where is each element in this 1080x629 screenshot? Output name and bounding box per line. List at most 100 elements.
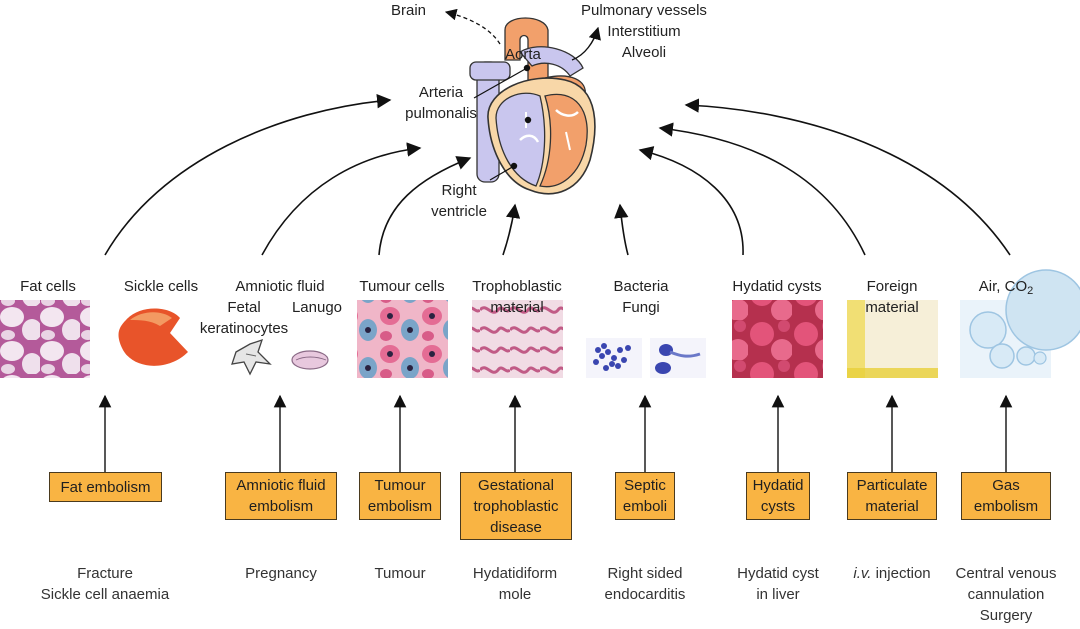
box-particulate-line1: Particulate: [856, 477, 928, 494]
origin-amniotic: Pregnancy: [226, 563, 336, 584]
box-tumour-embolism: Tumour embolism: [359, 472, 441, 520]
box-gas-embolism: Gas embolism: [961, 472, 1051, 520]
label-fetal-keratinocytes: Fetal keratinocytes: [192, 297, 296, 339]
origin-hydatid: Hydatid cyst in liver: [728, 563, 828, 605]
box-amniotic-line1: Amniotic fluid: [236, 477, 326, 494]
heart-illustration: [469, 17, 596, 195]
box-particulate-line2: material: [865, 498, 919, 515]
box-gestational-line2: trophoblastic: [473, 497, 559, 515]
label-arteria-line2: pulmonalis: [405, 105, 477, 122]
label-right-line2: ventricle: [431, 203, 487, 220]
label-lanugo: Lanugo: [291, 299, 343, 316]
box-septic-line2: emboli: [622, 498, 668, 515]
label-air-text: Air, CO: [978, 278, 1028, 295]
label-tropho-line2: material: [490, 299, 544, 316]
label-fetal-line2: keratinocytes: [199, 320, 289, 337]
origin-amniotic-line1: Pregnancy: [245, 565, 317, 582]
arrow-air: [684, 98, 1011, 256]
label-air-co2: Air, CO2: [964, 276, 1048, 302]
label-hydatid-cysts: Hydatid cysts: [732, 278, 822, 295]
box-septic-emboli: Septic emboli: [615, 472, 675, 520]
arrow-tropho: [502, 203, 521, 256]
label-bacteria-fungi: Bacteria Fungi: [596, 276, 686, 318]
label-lungs-line2: Interstitium: [607, 23, 681, 40]
box-hydatid-line1: Hydatid: [752, 477, 804, 494]
arrow-foreign: [658, 122, 866, 256]
arrow-bacteria: [614, 203, 629, 256]
tile-fetal-keratinocytes: [231, 338, 272, 376]
label-aorta: Aorta: [505, 46, 541, 63]
origin-particulate-rest: injection: [871, 565, 931, 582]
label-arteria-line1: Arteria: [418, 84, 464, 101]
origin-particulate-italic: i.v.: [853, 565, 872, 582]
tile-tumour: [357, 300, 448, 378]
label-amniotic-fluid: Amniotic fluid: [235, 278, 325, 295]
origin-gestational-line1: Hydatidiform: [472, 565, 558, 582]
box-gas-line1: Gas: [992, 477, 1020, 494]
label-air-subscript: 2: [1027, 285, 1034, 297]
label-trophoblastic-material: Trophoblastic material: [463, 276, 571, 318]
origin-tumour-line1: Tumour: [374, 565, 426, 582]
label-tropho-line1: Trophoblastic: [472, 278, 562, 295]
tile-tropho: [472, 300, 563, 378]
arrow-brain: [444, 8, 501, 45]
label-brain: Brain: [391, 2, 427, 19]
label-foreign-line2: material: [865, 299, 919, 316]
origin-tumour: Tumour: [360, 563, 440, 584]
box-gestational-trophoblastic-disease: Gestational trophoblastic disease: [460, 472, 572, 540]
origin-gas-line1: Central venous: [955, 565, 1057, 582]
origin-particulate: i.v. injection: [842, 563, 942, 584]
label-right-ventricle: Right ventricle: [420, 180, 498, 222]
box-particulate-material: Particulate material: [847, 472, 937, 520]
tile-air: [960, 269, 1080, 378]
label-tumour-cells: Tumour cells: [359, 278, 445, 295]
tile-hydatid: [732, 300, 823, 378]
box-tumour-line1: Tumour: [374, 477, 426, 494]
arrow-lungs: [571, 26, 601, 61]
box-fat-embolism: Fat embolism: [49, 472, 162, 502]
label-arteria-pulmonalis: Arteria pulmonalis: [396, 82, 486, 124]
origin-septic-line1: Right sided: [607, 565, 683, 582]
label-lungs-line3: Alveoli: [621, 44, 667, 61]
origin-gestational-line2: mole: [498, 586, 532, 603]
box-tumour-line2: embolism: [367, 498, 433, 515]
origin-gestational: Hydatidiform mole: [460, 563, 570, 605]
label-foreign-line1: Foreign: [866, 278, 918, 295]
arrow-fat: [104, 94, 392, 256]
origin-gas: Central venous cannulation Surgery: [944, 563, 1068, 626]
label-bacteria-line2: Fungi: [622, 299, 660, 316]
origin-septic: Right sided endocarditis: [595, 563, 695, 605]
tile-foreign: [847, 300, 938, 378]
label-fat-cells: Fat cells: [20, 278, 76, 295]
label-right-line1: Right: [441, 182, 477, 199]
tile-fat: [0, 300, 90, 378]
box-fat-line1: Fat embolism: [60, 478, 151, 496]
label-bacteria-line1: Bacteria: [613, 278, 669, 295]
label-foreign-material: Foreign material: [848, 276, 936, 318]
arrow-hydatid: [638, 146, 744, 256]
label-lungs: Pulmonary vessels Interstitium Alveoli: [571, 0, 717, 63]
origin-septic-line2: endocarditis: [604, 586, 686, 603]
box-septic-line1: Septic: [624, 477, 666, 494]
origin-gas-line3: Surgery: [979, 607, 1033, 624]
box-gas-line2: embolism: [973, 498, 1039, 515]
label-lungs-line1: Pulmonary vessels: [581, 2, 707, 19]
origin-gas-line2: cannulation: [967, 586, 1045, 603]
origin-fat-line1: Fracture: [77, 565, 133, 582]
arrow-tumour: [378, 156, 472, 256]
tile-bacteria: [586, 338, 706, 378]
tile-lanugo: [291, 350, 329, 370]
origin-fat: Fracture Sickle cell anaemia: [25, 563, 185, 605]
tile-sickle: [118, 308, 188, 366]
arrow-amniotic: [261, 142, 422, 256]
origin-hydatid-line2: in liver: [756, 586, 800, 603]
origin-hydatid-line1: Hydatid cyst: [737, 565, 819, 582]
label-sickle-cells: Sickle cells: [123, 278, 199, 295]
box-amniotic-line2: embolism: [248, 498, 314, 515]
box-hydatid-cysts: Hydatid cysts: [746, 472, 810, 520]
origin-fat-line2: Sickle cell anaemia: [40, 586, 170, 603]
box-gestational-line1: Gestational: [478, 476, 554, 494]
label-fetal-line1: Fetal: [227, 299, 261, 316]
box-hydatid-line2: cysts: [760, 498, 796, 515]
